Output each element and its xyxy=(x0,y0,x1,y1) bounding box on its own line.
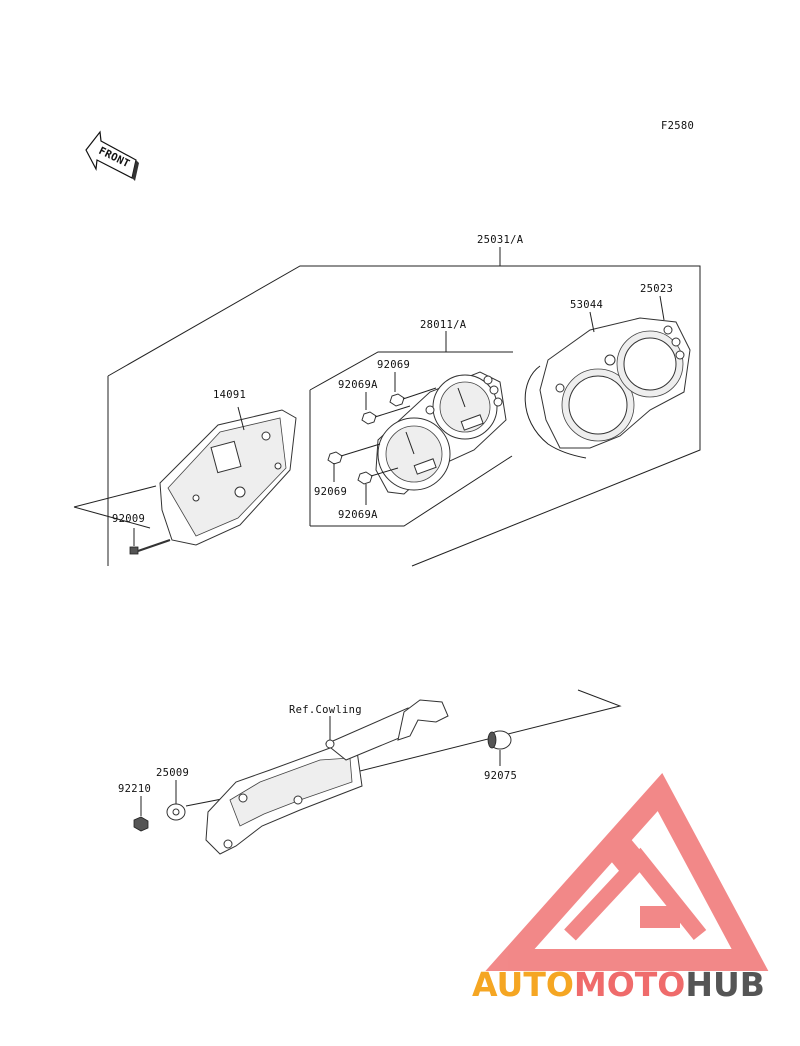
label-case-back: 14091 xyxy=(213,389,246,401)
label-screw-a2: 92069 xyxy=(314,486,347,498)
meter-unit xyxy=(375,371,507,495)
washer-icon xyxy=(166,780,186,821)
screw-icon xyxy=(361,392,411,425)
screw-icon xyxy=(389,372,437,407)
assembly-outline xyxy=(73,247,701,567)
watermark-text-moto: MOTO xyxy=(574,965,685,1004)
watermark-text: AUTOMOTOHUB xyxy=(472,965,765,1004)
front-arrow-icon: FRONT xyxy=(85,130,139,181)
watermark-text-auto: AUTO xyxy=(472,965,574,1004)
meter-lens xyxy=(524,295,691,459)
label-screw-a1: 92069 xyxy=(377,359,410,371)
screw-icon xyxy=(129,528,171,555)
label-washer: 25009 xyxy=(156,767,189,779)
label-screw-b2: 92069A xyxy=(338,509,378,521)
label-screw-back: 92009 xyxy=(112,513,145,525)
screw-icon xyxy=(327,443,381,482)
label-screw-b1: 92069A xyxy=(338,379,378,391)
label-meter-unit: 28011/A xyxy=(420,319,467,331)
meter-bracket xyxy=(185,689,622,855)
figure-code: F2580 xyxy=(661,120,694,132)
watermark-text-hub: HUB xyxy=(685,965,765,1004)
grommet-icon xyxy=(487,730,512,766)
label-ref-cowling: Ref.Cowling xyxy=(289,704,362,716)
label-nut: 92210 xyxy=(118,783,151,795)
label-assembly: 25031/A xyxy=(477,234,524,246)
label-lens: 53044 xyxy=(570,299,603,311)
nut-icon xyxy=(133,796,149,832)
watermark-logo xyxy=(485,772,769,971)
screw-icon xyxy=(357,467,399,505)
label-grommet: 92075 xyxy=(484,770,517,782)
label-cover: 25023 xyxy=(640,283,673,295)
meter-case-back xyxy=(159,406,297,546)
